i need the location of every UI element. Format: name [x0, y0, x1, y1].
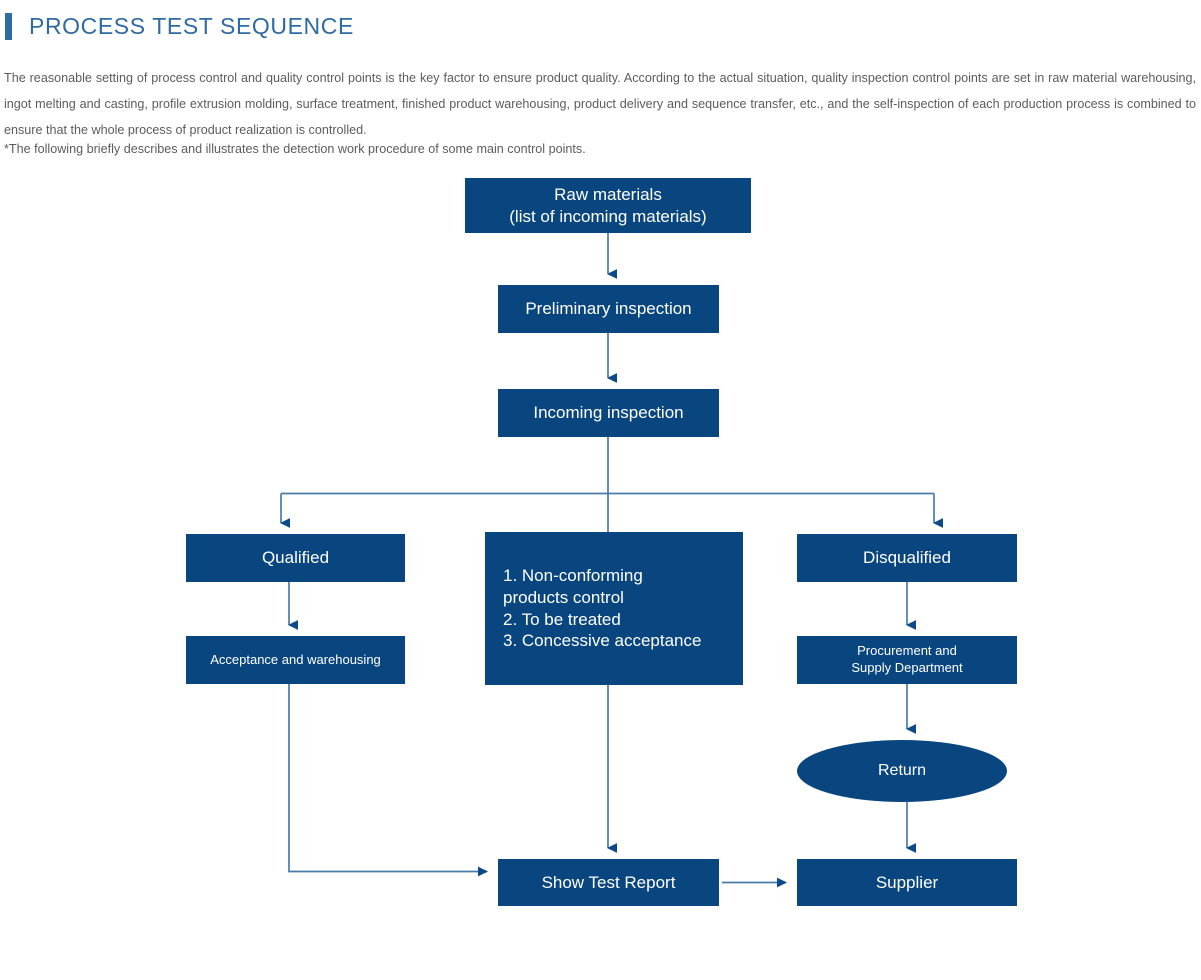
node-acceptance-and-warehousing[interactable]: Acceptance and warehousing	[186, 636, 405, 684]
intro-paragraph: The reasonable setting of process contro…	[4, 70, 1196, 137]
intro-note: *The following briefly describes and ill…	[4, 141, 586, 156]
node-return-label: Return	[877, 761, 927, 779]
page-header: PROCESS TEST SEQUENCE The reasonable set…	[0, 0, 1201, 160]
node-qualified[interactable]: Qualified	[186, 534, 405, 582]
node-raw-materials-label: Raw materials (list of incoming material…	[509, 184, 707, 226]
node-show-test-report-label: Show Test Report	[541, 872, 676, 892]
page-title: PROCESS TEST SEQUENCE	[29, 12, 354, 39]
node-incoming-inspection[interactable]: Incoming inspection	[498, 389, 719, 437]
node-procurement-and-supply-department-label: Procurement and Supply Department	[851, 643, 963, 675]
node-acceptance-and-warehousing-label: Acceptance and warehousing	[210, 651, 381, 667]
node-supplier[interactable]: Supplier	[797, 859, 1017, 906]
node-qualified-label: Qualified	[261, 548, 330, 568]
node-incoming-inspection-label: Incoming inspection	[533, 403, 684, 423]
node-show-test-report[interactable]: Show Test Report	[498, 859, 719, 906]
node-nonconforming-products-label: 1. Non-conforming products control 2. To…	[503, 566, 702, 651]
node-preliminary-inspection-label: Preliminary inspection	[525, 299, 692, 319]
node-preliminary-inspection[interactable]: Preliminary inspection	[498, 285, 719, 333]
connector-acceptance-to-report	[288, 684, 488, 877]
title-row: PROCESS TEST SEQUENCE	[0, 10, 354, 42]
node-return[interactable]: Return	[797, 740, 1007, 802]
node-procurement-and-supply-department[interactable]: Procurement and Supply Department	[797, 636, 1017, 684]
node-nonconforming-products[interactable]: 1. Non-conforming products control 2. To…	[485, 532, 743, 685]
node-supplier-label: Supplier	[875, 872, 939, 892]
node-disqualified-label: Disqualified	[863, 548, 951, 568]
node-disqualified[interactable]: Disqualified	[797, 534, 1017, 582]
node-raw-materials[interactable]: Raw materials (list of incoming material…	[465, 178, 751, 233]
title-accent-bar	[5, 12, 12, 40]
